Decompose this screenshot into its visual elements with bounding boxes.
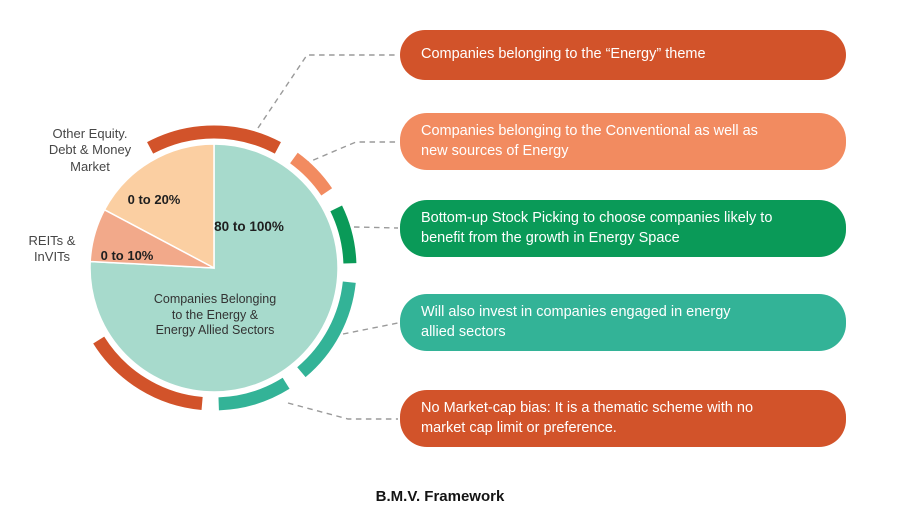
pie-value-reits: 0 to 10% bbox=[100, 248, 154, 263]
connector-dashed-line-4 bbox=[342, 322, 399, 335]
ring-arc-orange-top bbox=[147, 125, 281, 154]
callout-conventional-new-sources: Companies belonging to the Conventional … bbox=[400, 113, 846, 170]
ring-arc-teal-bottom bbox=[218, 377, 290, 411]
pie-value-other-equity: 0 to 20% bbox=[127, 192, 181, 207]
connector-dashed-line-2 bbox=[303, 141, 398, 165]
ring-arc-teal bbox=[297, 281, 356, 378]
connector-dashed-line-1 bbox=[257, 54, 398, 129]
pie-value-energy: 80 to 100% bbox=[214, 219, 284, 234]
callout-energy-theme-text: Companies belonging to the “Energy” them… bbox=[421, 46, 706, 63]
callout-no-market-cap-bias: No Market-cap bias: It is a thematic sch… bbox=[400, 390, 846, 447]
pie-label-other-equity: Other Equity. Debt & Money Market bbox=[48, 126, 132, 174]
callout-bottom-up-stock-picking: Bottom-up Stock Picking to choose compan… bbox=[400, 200, 846, 257]
connector-dashed-line-3 bbox=[353, 226, 399, 229]
ring-arc-salmon bbox=[289, 152, 333, 196]
pie-label-reits: REITs & InVITs bbox=[28, 233, 76, 265]
diagram-title: B.M.V. Framework bbox=[375, 488, 505, 505]
connector-dashed-line-5 bbox=[287, 402, 398, 420]
callout-no-market-cap-bias-text: No Market-cap bias: It is a thematic sch… bbox=[421, 400, 754, 436]
callout-allied-sectors: Will also invest in companies engaged in… bbox=[400, 294, 846, 351]
ring-arc-green bbox=[330, 205, 357, 264]
callout-allied-sectors-text: Will also invest in companies engaged in… bbox=[421, 304, 731, 340]
pie-label-energy-sectors: Companies Belonging to the Energy & Ener… bbox=[153, 292, 277, 338]
ring-arc-orange-bottom bbox=[93, 336, 203, 410]
callout-bottom-up-stock-picking-text: Bottom-up Stock Picking to choose compan… bbox=[421, 210, 773, 246]
pie-slice-reits bbox=[89, 208, 215, 269]
callout-energy-theme: Companies belonging to the “Energy” them… bbox=[400, 30, 846, 80]
pie-slice-other-equity bbox=[103, 143, 215, 270]
callout-conventional-new-sources-text: Companies belonging to the Conventional … bbox=[421, 123, 758, 159]
